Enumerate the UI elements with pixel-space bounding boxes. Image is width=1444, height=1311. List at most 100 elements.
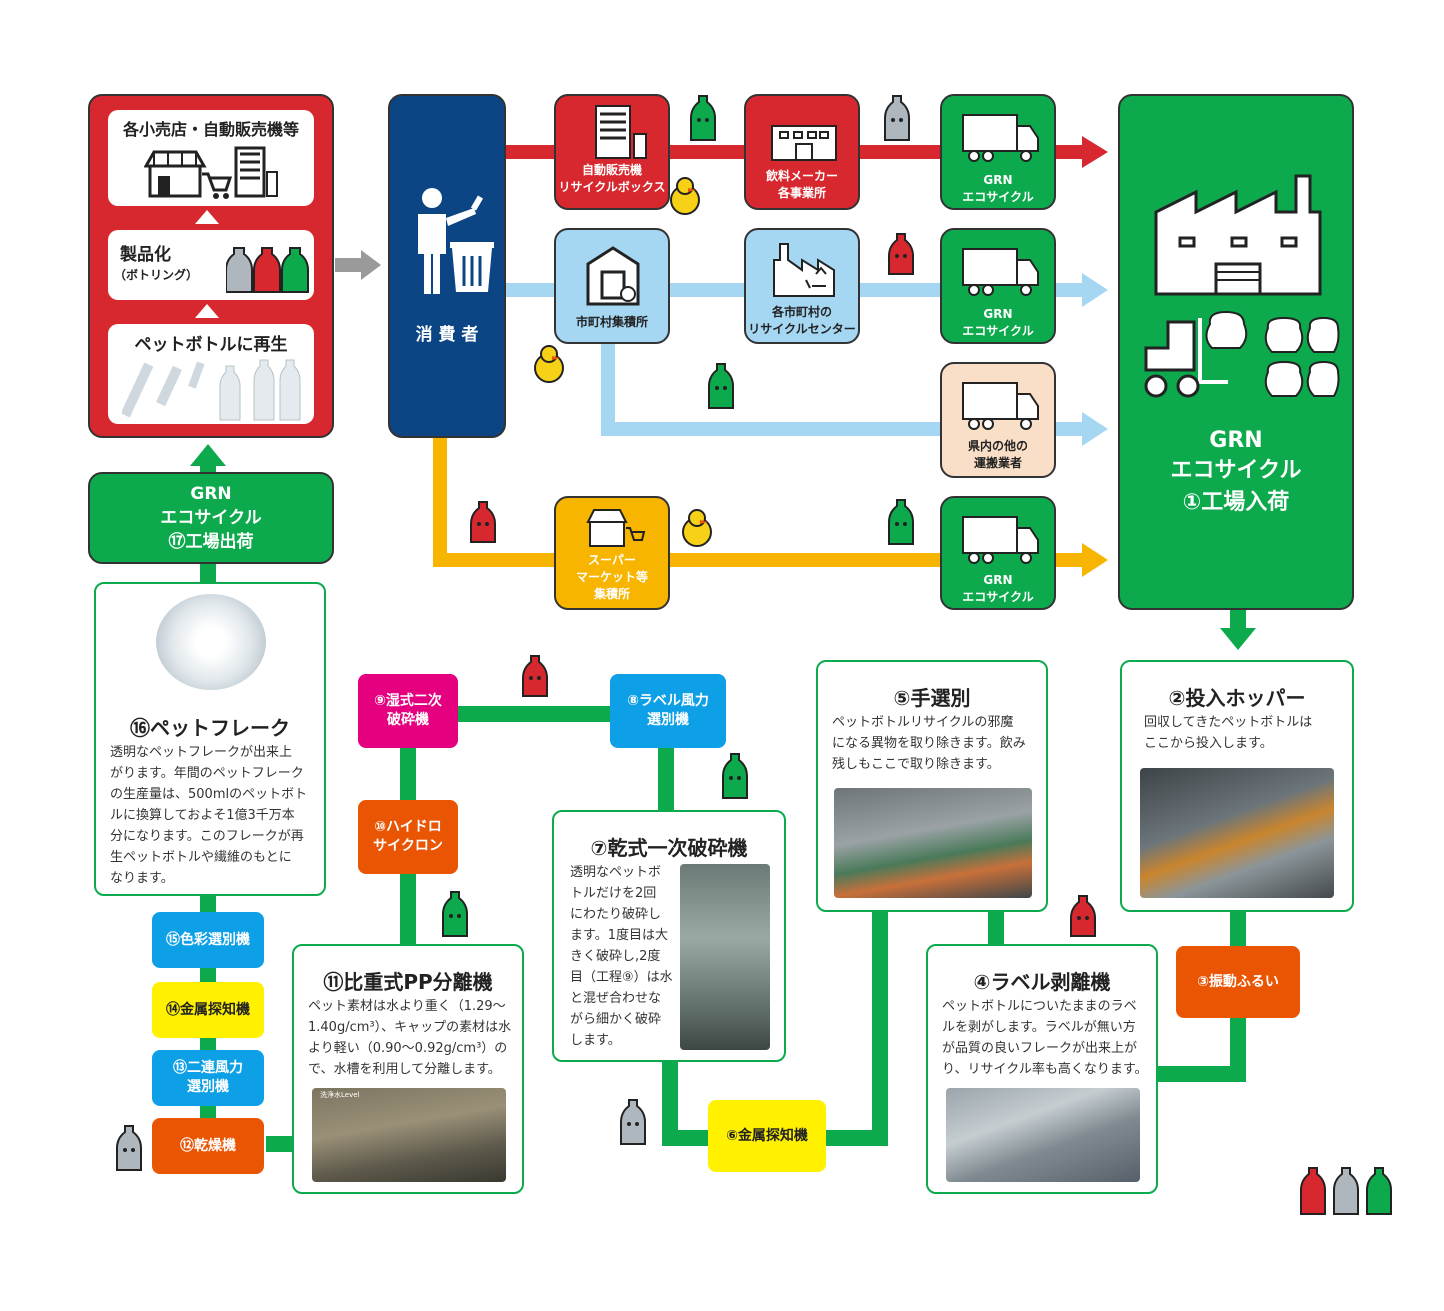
mascot-trio-icon <box>1300 1167 1392 1215</box>
hand-sorting-photo <box>834 788 1032 898</box>
grn-truck-label-1: GRN エコサイクル <box>962 173 1034 204</box>
recycle-center-label: 各市町村の リサイクルセンター <box>748 305 856 336</box>
shipping-line3: ⑰工場出荷 <box>168 532 254 552</box>
other-carrier-label: 県内の他の 運搬業者 <box>967 439 1028 470</box>
step9-pill: ⑨湿式二次 破砕機 <box>358 674 458 748</box>
preform-bottles-icon <box>122 359 301 421</box>
step7-card: ⑦乾式一次破砕機 透明なペットボ トルだけを2回 にわたり破砕し ます。1度目は… <box>552 810 786 1062</box>
line-5-6-h <box>824 1130 888 1146</box>
label-peeler-photo <box>946 1088 1140 1182</box>
consumer-label: 消 費 者 <box>415 325 479 345</box>
mascot-gray-icon <box>884 95 910 141</box>
step5-text: ペットボトルリサイクルの邪魔 になる異物を取り除きます。飲み 残しもここで取り除… <box>832 715 1026 772</box>
truck-icon <box>962 516 1039 564</box>
red-flow-arrow <box>1082 136 1108 168</box>
photo-sign: 洗浄水Level <box>320 1091 360 1099</box>
mascot-trio-icon <box>226 247 309 293</box>
truck-icon <box>962 382 1039 430</box>
mascot-gray-icon <box>116 1125 142 1171</box>
pp-separator-photo: 洗浄水Level <box>312 1088 506 1182</box>
factory-to-hopper-arrow <box>1220 628 1256 650</box>
maker-box: 飲料メーカー 各事業所 <box>744 94 860 210</box>
step16-card: ⑯ペットフレーク 透明なペットフレークが出来上 がります。年間のペットフレーク … <box>94 582 326 896</box>
step16-text: 透明なペットフレークが出来上 がります。年間のペットフレーク の生産量は、500… <box>110 745 308 886</box>
consumer-column: 消 費 者 <box>388 94 506 438</box>
yellow-flow-line-v <box>433 437 447 567</box>
factory-line3: ①工場入荷 <box>1182 490 1290 515</box>
recycle-title: ペットボトルに再生 <box>134 335 288 355</box>
step11-title: ⑪比重式PP分離機 <box>323 970 493 994</box>
line-5-6-v <box>872 860 888 1146</box>
products-panel: 各小売店・自動販売機等 製品化 （ボトリング） ペットボトルに再生 <box>88 94 334 438</box>
mascot-green-icon <box>722 753 748 799</box>
truck-icon <box>962 114 1039 162</box>
factory-line2: エコサイクル <box>1170 458 1302 483</box>
line-17-products <box>200 465 216 475</box>
line-11-12 <box>266 1136 294 1152</box>
mascot-green-icon <box>888 499 914 545</box>
line-4-5 <box>988 912 1004 944</box>
step5-card: ⑤手選別 ペットボトルリサイクルの邪魔 になる異物を取り除きます。飲み 残しもこ… <box>816 660 1048 912</box>
line-9-10 <box>400 748 416 802</box>
municipal-label: 市町村集積所 <box>575 315 648 329</box>
collection-shed-icon <box>586 246 640 306</box>
step2-card: ②投入ホッパー 回収してきたペットボトルは ここから投入します。 <box>1120 660 1354 912</box>
other-carrier-box: 県内の他の 運搬業者 <box>940 362 1056 478</box>
mascot-gray-icon <box>620 1099 646 1145</box>
yellow-flow-arrow <box>1082 543 1108 577</box>
blue-branch-line <box>601 330 615 435</box>
step7-title: ⑦乾式一次破砕機 <box>590 836 748 860</box>
step4-text: ペットボトルについたままのラベ ルを剥がします。ラベルが無い方 が品質の良いフレ… <box>942 999 1148 1077</box>
line-10-11 <box>400 872 416 944</box>
store-vending-icon <box>144 146 278 199</box>
shipping-box: GRN エコサイクル ⑰工場出荷 <box>88 472 334 564</box>
factory-panel: GRN エコサイクル ①工場入荷 <box>1118 94 1354 610</box>
step13-pill: ⑬二連風力 選別機 <box>152 1050 264 1106</box>
recycle-factory-icon <box>773 243 835 297</box>
blue-branch-arrow <box>1082 412 1108 446</box>
factory-icon <box>1154 174 1322 296</box>
duck-mascot-icon <box>682 509 712 547</box>
vending-label: 自動販売機 リサイクルボックス <box>558 163 666 194</box>
shipping-line1: GRN <box>190 484 232 504</box>
trash-person-icon <box>418 188 494 294</box>
grn-truck-box-3: GRN エコサイクル <box>940 496 1056 610</box>
maker-label: 飲料メーカー 各事業所 <box>765 169 838 200</box>
step4-title: ④ラベル剥離機 <box>973 970 1111 994</box>
truck-icon <box>962 248 1039 296</box>
bottling-card: 製品化 （ボトリング） <box>108 230 314 300</box>
vending-machine-icon <box>595 105 647 159</box>
mascot-red-icon <box>888 233 914 275</box>
supermarket-label: スーパー マーケット等 集積所 <box>575 553 648 601</box>
step15-pill: ⑮色彩選別機 <box>152 912 264 968</box>
up-triangle-2 <box>195 304 219 318</box>
line-17-products-arrow <box>190 444 226 466</box>
step8-pill: ⑧ラベル風力 選別機 <box>610 674 726 748</box>
bottling-title: 製品化 <box>120 245 171 265</box>
mascot-green-icon <box>708 363 734 409</box>
supermarket-box: スーパー マーケット等 集積所 <box>554 496 670 610</box>
mascot-green-icon <box>690 95 716 141</box>
step10-pill: ⑩ハイドロ サイクロン <box>358 800 458 874</box>
crusher-photo <box>680 864 770 1050</box>
line-6-7-h <box>662 1130 708 1146</box>
line-6-7-v <box>662 1060 678 1146</box>
duck-mascot-icon <box>670 177 700 215</box>
blue-flow-arrow <box>1082 273 1108 307</box>
step11-text: ペット素材は水より重く（1.29～ 1.40g/cm³）、キャップの素材は水 よ… <box>308 999 512 1077</box>
step4-card: ④ラベル剥離機 ペットボトルについたままのラベ ルを剥がします。ラベルが無い方 … <box>926 944 1158 1194</box>
mascot-red-icon <box>522 655 548 697</box>
step2-text: 回収してきたペットボトルは ここから投入します。 <box>1144 715 1313 751</box>
shipping-line2: エコサイクル <box>160 508 262 528</box>
factory-line1: GRN <box>1209 428 1263 453</box>
step5-title: ⑤手選別 <box>893 686 971 710</box>
recycle-center-box: 各市町村の リサイクルセンター <box>744 228 860 344</box>
mascot-green-icon <box>442 891 468 937</box>
step14-pill: ⑭金属探知機 <box>152 982 264 1038</box>
step2-title: ②投入ホッパー <box>1168 686 1306 710</box>
bottling-sub: （ボトリング） <box>114 268 199 282</box>
line-8-9 <box>456 706 612 722</box>
step16-title: ⑯ペットフレーク <box>130 716 290 740</box>
line-2-3 <box>1230 912 1246 947</box>
step11-card: ⑪比重式PP分離機 ペット素材は水より重く（1.29～ 1.40g/cm³）、キ… <box>292 944 524 1194</box>
